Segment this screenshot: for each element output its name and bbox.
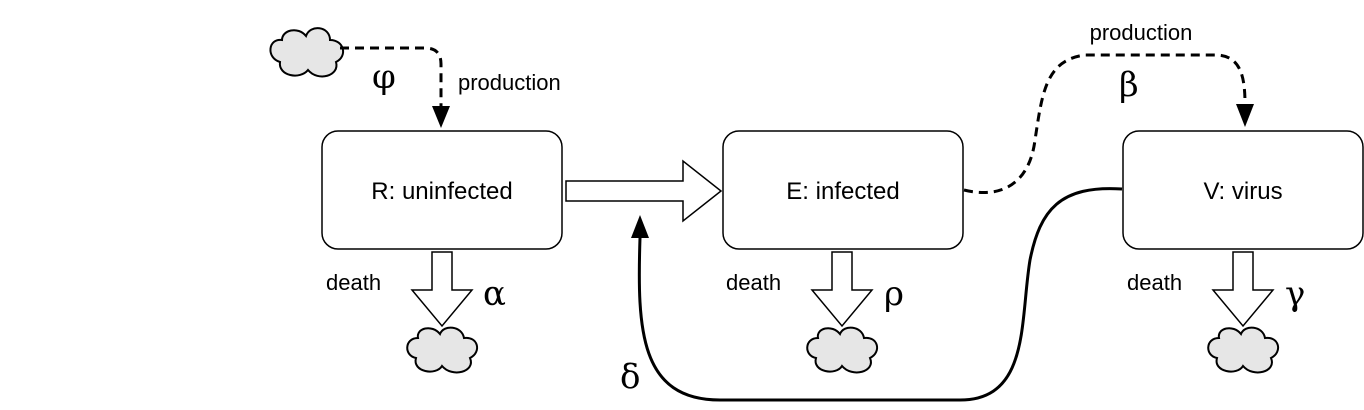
node-v-box: [1122, 130, 1364, 250]
rho-symbol: ρ: [884, 274, 904, 314]
production-v-arrow: [963, 53, 1247, 195]
sink-cloud-e-icon: [806, 326, 879, 374]
source-cloud-icon: [269, 27, 345, 78]
production-v-arrowhead: [1236, 104, 1254, 127]
phi-symbol: φ: [372, 57, 396, 97]
delta-loop-arrowhead: [631, 215, 649, 238]
node-r-box: [321, 130, 563, 250]
death-e-arrow: [810, 251, 874, 328]
death-v-label: death: [1127, 270, 1182, 295]
node-v-label: V: virus: [1203, 178, 1282, 205]
node-e-box: [722, 130, 964, 250]
gamma-symbol: γ: [1285, 274, 1305, 314]
production-v-label: production: [1090, 20, 1193, 45]
production-r-arrow: [340, 46, 443, 108]
node-r-label: R: uninfected: [371, 178, 512, 205]
beta-symbol: β: [1119, 65, 1139, 105]
death-r-arrow: [410, 251, 474, 328]
node-e-label: E: infected: [786, 178, 899, 205]
delta-symbol: δ: [620, 357, 640, 397]
production-r-arrowhead: [432, 106, 450, 128]
sink-cloud-v-icon: [1207, 326, 1280, 374]
delta-loop-arrow: [637, 187, 1123, 402]
production-r-label: production: [458, 70, 561, 95]
sink-cloud-r-icon: [406, 326, 479, 374]
death-v-arrow: [1211, 251, 1275, 328]
alpha-symbol: α: [483, 274, 506, 314]
death-r-label: death: [326, 270, 381, 295]
infection-flow-arrow: [565, 159, 723, 223]
death-e-label: death: [726, 270, 781, 295]
